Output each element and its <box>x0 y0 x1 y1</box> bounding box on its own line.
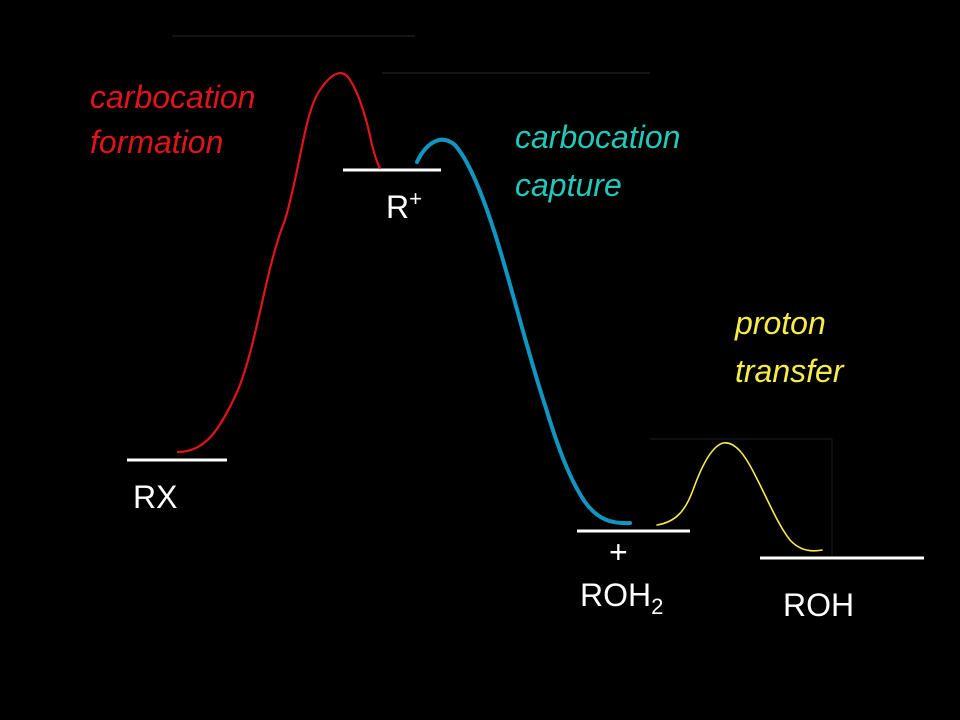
formation-label-line1: carbocation <box>90 79 255 115</box>
capture-label-line2: capture <box>515 167 622 203</box>
roh-label: ROH <box>783 587 854 623</box>
capture-label-line1: carbocation <box>515 119 680 155</box>
roh2-subscript: 2 <box>651 594 663 619</box>
proton-label-line2: transfer <box>735 353 845 389</box>
r-plus-charge: + <box>409 186 422 211</box>
proton-label-line1: proton <box>734 305 826 341</box>
proton-transfer-curve <box>656 442 823 552</box>
carbocation-formation-curve <box>176 72 382 454</box>
formation-label-line2: formation <box>90 124 223 160</box>
roh2-charge: + <box>609 534 628 570</box>
rx-label: RX <box>133 479 177 515</box>
roh2-label: ROH2 <box>580 577 663 619</box>
r-plus-base: R <box>386 189 409 225</box>
r-plus-label: R+ <box>386 186 422 225</box>
roh2-base: ROH <box>580 577 651 613</box>
carbocation-capture-curve <box>415 137 632 526</box>
